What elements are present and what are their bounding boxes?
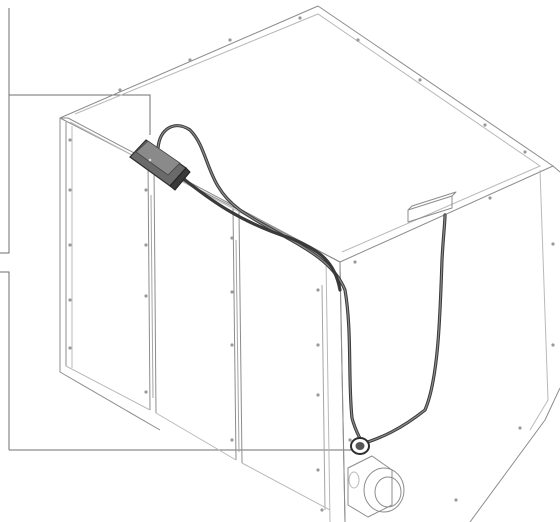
cabinet <box>59 5 560 522</box>
front-panels <box>65 161 331 511</box>
rivet <box>144 243 148 247</box>
rivet <box>316 393 320 397</box>
rivet <box>298 16 302 20</box>
rivet <box>118 88 122 92</box>
rivet <box>68 298 72 302</box>
rivet <box>483 123 487 127</box>
return-cable-core <box>364 214 446 444</box>
cabinet-top-surface <box>59 5 554 263</box>
rivet <box>68 138 72 142</box>
rivet <box>316 468 320 472</box>
return-cable <box>363 213 447 445</box>
panel-bottom-edge <box>65 365 331 511</box>
cabinet-right-side <box>339 165 560 522</box>
rivet <box>523 150 527 154</box>
panel-slot-1 <box>150 194 154 399</box>
rivet <box>230 438 234 442</box>
rivet <box>316 288 320 292</box>
cable-grommet-inner <box>355 442 365 450</box>
rivet <box>68 243 72 247</box>
rivet <box>144 294 148 298</box>
rivet <box>551 343 555 347</box>
cabinet-handle <box>407 191 457 223</box>
rivet <box>144 390 148 394</box>
panel-slot-3 <box>321 284 326 511</box>
callout-front-panel-leader <box>0 271 10 450</box>
panel-slot-2 <box>235 239 240 453</box>
rivet <box>353 260 357 264</box>
rivet <box>356 38 360 42</box>
callout-sensor-module-leader <box>0 8 151 254</box>
cables <box>156 124 447 445</box>
sensor-module-end-cap <box>169 167 191 191</box>
sensor-module-top-face <box>135 140 181 176</box>
connector-port-ring-inner <box>374 476 402 508</box>
connector-port-body <box>347 455 393 518</box>
cabinet-front-face <box>59 117 346 522</box>
sensor-cable-core <box>157 125 363 444</box>
rivet <box>188 58 192 62</box>
rivet <box>418 78 422 82</box>
rivet <box>316 343 320 347</box>
rivet <box>348 438 352 442</box>
rivet <box>230 343 234 347</box>
rivet <box>488 196 492 200</box>
cabinet-right-side-rim <box>529 169 549 431</box>
rivet <box>230 290 234 294</box>
module-cable-lower <box>178 174 342 292</box>
panel-divider-1 <box>147 161 157 414</box>
rivet <box>320 508 324 512</box>
rivet <box>551 242 555 246</box>
cabinet-front-frame <box>69 121 331 522</box>
sensor-module-indicator <box>148 158 152 162</box>
rivet <box>68 346 72 350</box>
rivet <box>68 188 72 192</box>
rivet <box>454 498 458 502</box>
connector-port <box>347 455 405 518</box>
panel-divider-2 <box>232 208 243 464</box>
rivet <box>518 426 522 430</box>
rivet <box>228 38 232 42</box>
connector-port-ring-outer <box>363 467 405 513</box>
callout-leaders <box>0 8 355 451</box>
rivet <box>230 236 234 240</box>
cabinet-top-inner-rim <box>74 13 542 253</box>
sensor-module <box>129 139 191 191</box>
rivet <box>144 188 148 192</box>
connector-port-opening <box>348 471 360 489</box>
cable-grommet <box>350 437 370 455</box>
rivets <box>68 16 555 512</box>
